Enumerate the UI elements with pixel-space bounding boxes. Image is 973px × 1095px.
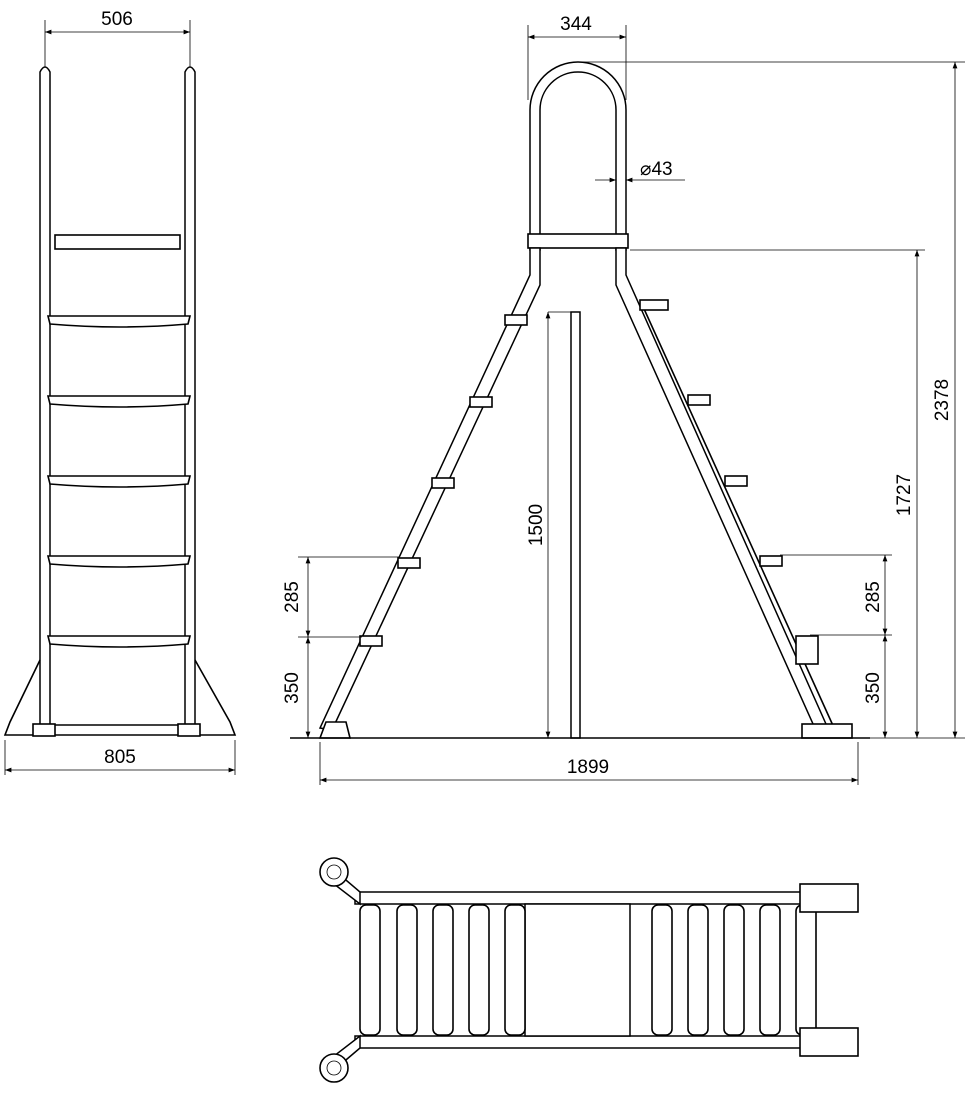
dimension-left-350: 350 — [282, 672, 303, 704]
dimension-right-285: 285 — [863, 581, 884, 613]
front-steps — [46, 315, 192, 648]
top-view — [319, 857, 859, 1083]
dimension-1727: 1727 — [894, 474, 915, 516]
dimension-344: 344 — [560, 14, 592, 35]
dimension-right-350: 350 — [863, 672, 884, 704]
top-view-steps — [359, 904, 817, 1036]
dimension-left-285: 285 — [282, 581, 303, 613]
wheel-top — [319, 857, 349, 887]
side-view: 344 ⌀43 1500 285 350 285 350 1727 2378 1… — [282, 14, 965, 785]
foot-top — [799, 883, 859, 913]
platform-crossbar — [527, 233, 629, 249]
dimension-2378: 2378 — [932, 379, 953, 421]
dimension-506: 506 — [101, 9, 133, 30]
dimension-805: 805 — [104, 747, 136, 768]
center-post — [570, 311, 581, 739]
right-foot — [801, 723, 853, 739]
front-view: 506 805 — [3, 9, 237, 775]
step-brackets — [359, 299, 819, 665]
dimension-diameter-43: ⌀43 — [640, 159, 673, 180]
dimension-1899: 1899 — [567, 757, 609, 778]
dimension-1500: 1500 — [526, 504, 547, 546]
top-rail — [354, 891, 826, 905]
platform-crossbar — [54, 234, 181, 250]
foot-bottom — [799, 1027, 859, 1057]
right-handrail — [184, 66, 196, 735]
front-base-stand — [3, 659, 237, 736]
top-handle — [529, 61, 627, 251]
wheel-bottom — [319, 1053, 349, 1083]
left-handrail — [39, 66, 51, 735]
platform — [524, 903, 631, 1037]
bottom-rail — [354, 1035, 826, 1049]
